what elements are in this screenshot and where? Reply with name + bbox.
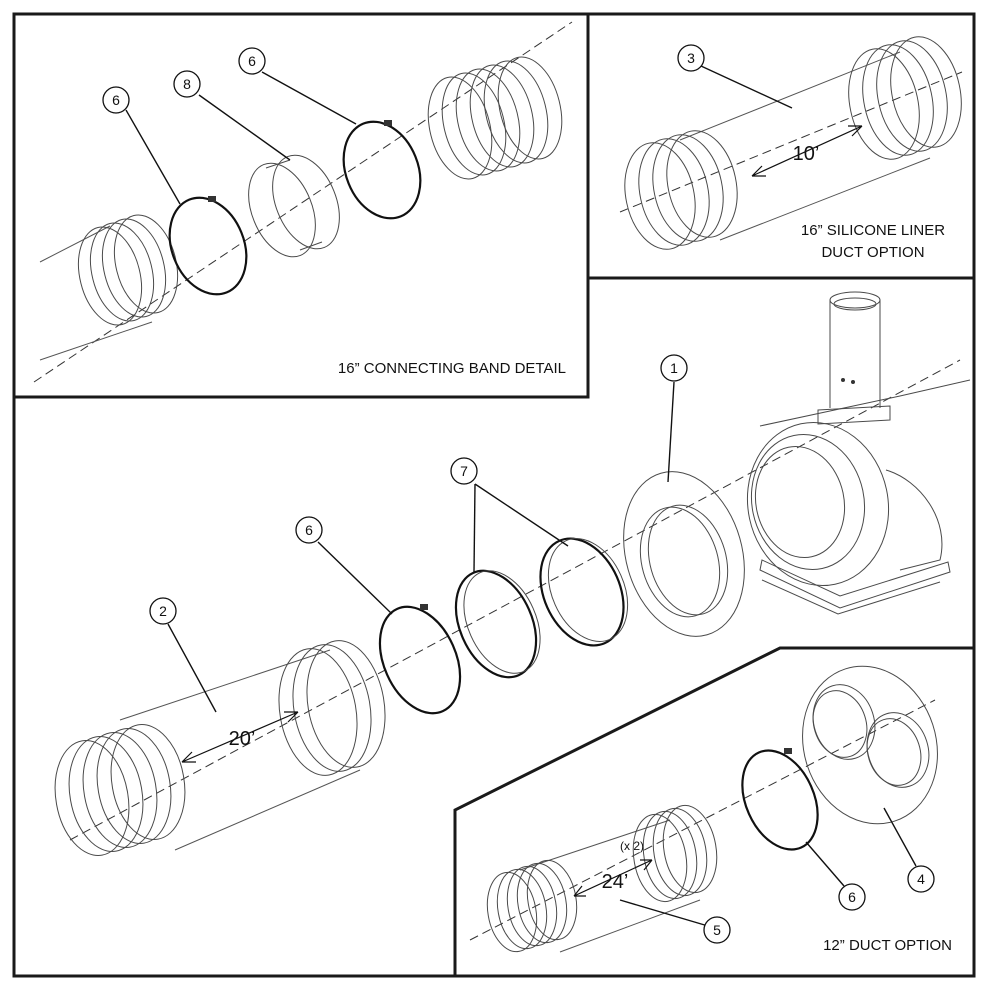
flex-duct-left [39,214,179,361]
center-axis [469,699,936,941]
twelve-inch-title: 12” DUCT OPTION [823,937,952,954]
callout-label: 6 [848,889,856,905]
twelve-length-label: 24’ [602,871,629,893]
callout-3-liner-duct: 3 [677,44,705,72]
callout-6-band-right: 6 [238,47,266,75]
twelve-duct-front [486,859,578,953]
callout-2-main-duct: 2 [149,597,177,625]
twelve-duct-back [632,804,718,903]
length-arrow [751,125,863,177]
outer-frame [12,12,976,978]
twelve-inch-option: (x 2) 24’ 5 6 4 12” DUCT OPTION [469,665,952,954]
callout-label: 7 [460,463,468,479]
clamp-screw-icon [420,604,428,610]
twelve-qty-label: (x 2) [620,839,644,853]
main-duct-front [54,724,186,856]
center-axis [619,71,963,213]
callout-label: 5 [713,922,721,938]
clamp-screw-icon [208,196,216,202]
clamp-band-left [168,196,248,296]
clamp-screw-icon [384,120,392,126]
connecting-sleeve [248,154,340,258]
panel-frames [12,12,976,978]
center-axis [33,21,573,383]
length-arrow [181,711,299,763]
gasket-ring-right [539,537,629,647]
twelve-clamp-band [741,749,819,851]
main-assembly: 20’ [54,291,971,856]
callout-6-twelve-clamp: 6 [838,883,866,911]
clamp-band-right [342,120,422,220]
callout-label: 6 [248,53,256,69]
callout-label: 6 [305,522,313,538]
connecting-band-panel-border [14,14,590,399]
twelve-inch-panel-border [453,646,974,976]
callout-label: 4 [917,871,925,887]
callout-6-band-left: 6 [102,86,130,114]
callout-label: 6 [112,92,120,108]
twelve-inch-adapter-plate [802,665,938,825]
liner-duct-front [624,130,738,250]
silicone-liner-title-line1: 16” SILICONE LINER [801,222,945,239]
main-duct-back [278,640,386,776]
liner-duct-back [848,36,962,160]
main-length-label: 20’ [229,728,256,750]
callout-label: 3 [687,50,695,66]
callout-6-main-clamp: 6 [295,516,323,544]
length-arrow [573,859,653,897]
callout-label: 8 [183,76,191,92]
gasket-ring-left [454,569,541,679]
callout-8-sleeve: 8 [173,70,201,98]
flex-duct-right [427,56,563,180]
connecting-band-detail: 6 8 6 16” CONNECTING BAND DETAIL [33,21,573,383]
main-flange-adapter [623,471,745,637]
center-axis [69,359,961,841]
callout-4-twelve-adapter: 4 [907,865,935,893]
callout-5-twelve-duct: 5 [703,916,731,944]
clamp-screw-icon [784,748,792,754]
main-clamp-band [378,605,462,715]
liner-length-label: 10’ [793,143,820,165]
callout-1-adapter: 1 [660,354,688,382]
silicone-liner-title-line2: DUCT OPTION [821,244,924,261]
blower-unit [746,291,971,615]
callout-label: 1 [670,360,678,376]
connecting-band-title: 16” CONNECTING BAND DETAIL [338,360,566,377]
callout-7-rings: 7 [450,457,478,485]
callout-label: 2 [159,603,167,619]
silicone-liner-option: 10’ 3 16” SILICONE LINER DUCT OPTION [619,36,963,261]
